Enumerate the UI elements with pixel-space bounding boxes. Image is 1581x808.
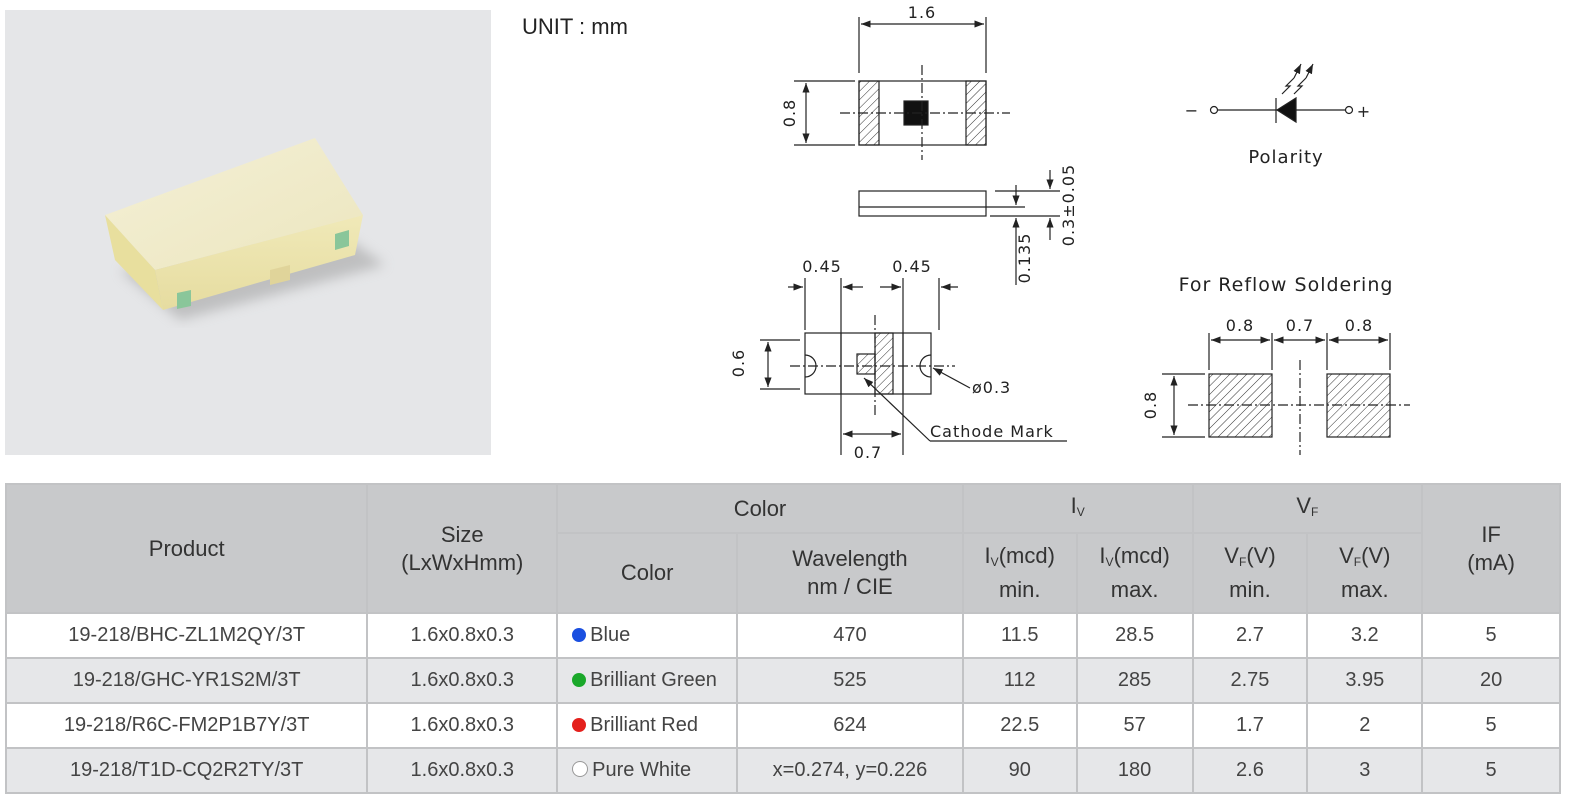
product-spec-table: Product Size(LxWxHmm) Color IV VF IF(mA)… xyxy=(4,483,1561,794)
color-dot-icon xyxy=(572,673,587,687)
cathode-mark-label: Cathode Mark xyxy=(930,422,1054,441)
side-view xyxy=(858,170,1060,285)
color-name: Blue xyxy=(590,624,631,646)
header-iv-min: IV(mcd)min. xyxy=(961,532,1078,614)
unit-label: UNIT : mm xyxy=(522,14,628,39)
polarity-label: Polarity xyxy=(1248,147,1323,168)
dimension-drawings: 1.6 0.8 0.3±0.05 0.135 0.45 0.45 0.6 ø0.… xyxy=(729,3,1410,462)
cell-vf-min: 2.6 xyxy=(1191,747,1309,794)
dim-top-length: 1.6 xyxy=(908,3,936,22)
cell-iv-max: 28.5 xyxy=(1075,612,1194,659)
color-dot-icon xyxy=(572,628,587,642)
cell-wavelength: 624 xyxy=(736,702,964,749)
dim-reflow-gap: 0.7 xyxy=(1286,316,1314,335)
cell-vf-max: 3 xyxy=(1306,747,1424,794)
color-name: Brilliant Green xyxy=(590,669,717,691)
header-vf-max: VF(V)max. xyxy=(1306,532,1424,614)
cell-iv-min: 112 xyxy=(961,657,1078,704)
dim-bottom-pad-right: 0.45 xyxy=(892,257,932,276)
cell-iv-min: 11.5 xyxy=(961,612,1078,659)
dim-top-width: 0.8 xyxy=(780,99,799,127)
header-vf-min: VF(V)min. xyxy=(1191,532,1309,614)
cell-size: 1.6x0.8x0.3 xyxy=(366,657,559,704)
header-color-group: Color xyxy=(556,483,964,534)
cell-if: 5 xyxy=(1421,747,1561,794)
dim-side-height: 0.3±0.05 xyxy=(1059,164,1078,246)
cell-if: 5 xyxy=(1421,612,1561,659)
cell-product: 19-218/GHC-YR1S2M/3T xyxy=(4,657,369,704)
dim-reflow-pad-right: 0.8 xyxy=(1345,316,1373,335)
cell-vf-min: 1.7 xyxy=(1191,702,1309,749)
dim-bottom-pad-left: 0.45 xyxy=(802,257,842,276)
polarity-symbol xyxy=(1209,63,1354,124)
cell-wavelength: 525 xyxy=(736,657,964,704)
led-image xyxy=(105,138,385,320)
cell-size: 1.6x0.8x0.3 xyxy=(366,612,559,659)
reflow-title: For Reflow Soldering xyxy=(1179,274,1394,296)
reflow-pad-drawing xyxy=(1162,333,1410,455)
header-product: Product xyxy=(4,483,369,614)
bottom-view xyxy=(760,278,1067,455)
cell-iv-max: 57 xyxy=(1075,702,1194,749)
cell-wavelength: x=0.274, y=0.226 xyxy=(736,747,964,794)
cell-if: 5 xyxy=(1421,702,1561,749)
polarity-plus: + xyxy=(1357,102,1371,121)
cell-vf-min: 2.75 xyxy=(1191,657,1309,704)
cell-iv-min: 22.5 xyxy=(961,702,1078,749)
header-iv-max: IV(mcd)max. xyxy=(1075,532,1194,614)
cell-iv-max: 180 xyxy=(1075,747,1194,794)
cell-vf-max: 3.95 xyxy=(1306,657,1424,704)
cell-color: Brilliant Green xyxy=(556,657,739,704)
cell-color: Brilliant Red xyxy=(556,702,739,749)
cell-product: 19-218/T1D-CQ2R2TY/3T xyxy=(4,747,369,794)
cell-iv-min: 90 xyxy=(961,747,1078,794)
cell-color: Blue xyxy=(556,612,739,659)
cell-wavelength: 470 xyxy=(736,612,964,659)
cell-if: 20 xyxy=(1421,657,1561,704)
color-dot-icon xyxy=(572,718,587,732)
header-vf: VF xyxy=(1191,483,1424,534)
color-name: Pure White xyxy=(592,759,692,781)
cell-product: 19-218/BHC-ZL1M2QY/3T xyxy=(4,612,369,659)
dim-reflow-pad-left: 0.8 xyxy=(1226,316,1254,335)
product-photo xyxy=(5,10,491,455)
cell-product: 19-218/R6C-FM2P1B7Y/3T xyxy=(4,702,369,749)
header-if: IF(mA) xyxy=(1421,483,1561,614)
polarity-minus: − xyxy=(1185,101,1199,120)
cell-color: Pure White xyxy=(556,747,739,794)
cell-vf-min: 2.7 xyxy=(1191,612,1309,659)
cell-size: 1.6x0.8x0.3 xyxy=(366,747,559,794)
dim-side-pad: 0.135 xyxy=(1015,233,1034,284)
top-view xyxy=(794,17,1010,160)
dim-bottom-height: 0.6 xyxy=(729,349,748,377)
header-size: Size(LxWxHmm) xyxy=(366,483,559,614)
header-iv: IV xyxy=(961,483,1194,534)
color-name: Brilliant Red xyxy=(590,714,698,736)
cell-vf-max: 2 xyxy=(1306,702,1424,749)
cell-size: 1.6x0.8x0.3 xyxy=(366,702,559,749)
color-dot-icon xyxy=(572,761,589,777)
cell-iv-max: 285 xyxy=(1075,657,1194,704)
header-color: Color xyxy=(556,532,739,614)
dim-hole-diameter: ø0.3 xyxy=(972,378,1011,397)
cell-vf-max: 3.2 xyxy=(1306,612,1424,659)
dim-bottom-gap: 0.7 xyxy=(854,443,882,462)
dim-reflow-height: 0.8 xyxy=(1141,391,1160,419)
